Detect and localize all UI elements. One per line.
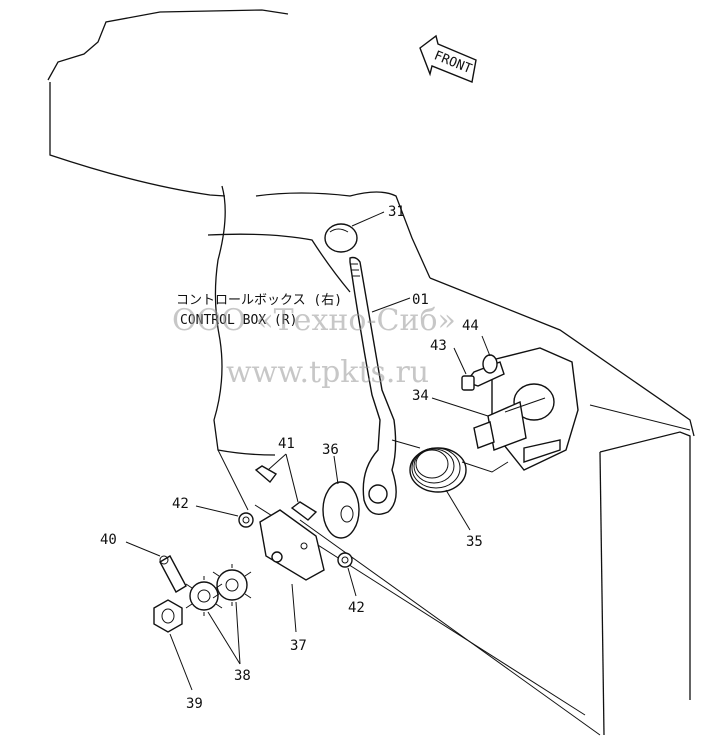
callout-39: 39 (186, 696, 203, 712)
hex-nut-part (153, 599, 183, 633)
callout-34: 34 (412, 388, 429, 404)
star-washers-part (185, 564, 252, 616)
bracket-part (259, 509, 325, 581)
lever-part (349, 256, 397, 515)
callout-38: 38 (234, 668, 251, 684)
callout-35: 35 (466, 534, 483, 550)
callout-42-right: 42 (348, 600, 365, 616)
callout-44: 44 (462, 318, 479, 334)
callout-43: 43 (430, 338, 447, 354)
washer-part (482, 354, 498, 374)
callout-41: 41 (278, 436, 295, 452)
callout-01: 01 (412, 292, 429, 308)
callout-37: 37 (290, 638, 307, 654)
callout-42-left: 42 (172, 496, 189, 512)
coil-spring-part (391, 439, 509, 493)
knob-part (324, 223, 358, 253)
cotter-pin-part (159, 555, 187, 593)
leader-lines (125, 211, 491, 691)
watermark-company: ООО «Техно-Сиб» (172, 303, 456, 338)
callout-36: 36 (322, 442, 339, 458)
screws-part (254, 465, 318, 521)
callout-40: 40 (100, 532, 117, 548)
solenoid-assembly-part (473, 347, 579, 471)
title-japanese: コントロールボックス (右) (176, 293, 342, 308)
front-arrow-icon: FRONT (419, 34, 477, 83)
callout-31: 31 (388, 204, 405, 220)
disc-part (322, 481, 360, 539)
watermark-url: www.tpkts.ru (226, 355, 429, 390)
nut-left-part (238, 512, 254, 528)
nut-right-part (337, 552, 353, 568)
title-english: CONTROL BOX (R) (180, 313, 297, 328)
